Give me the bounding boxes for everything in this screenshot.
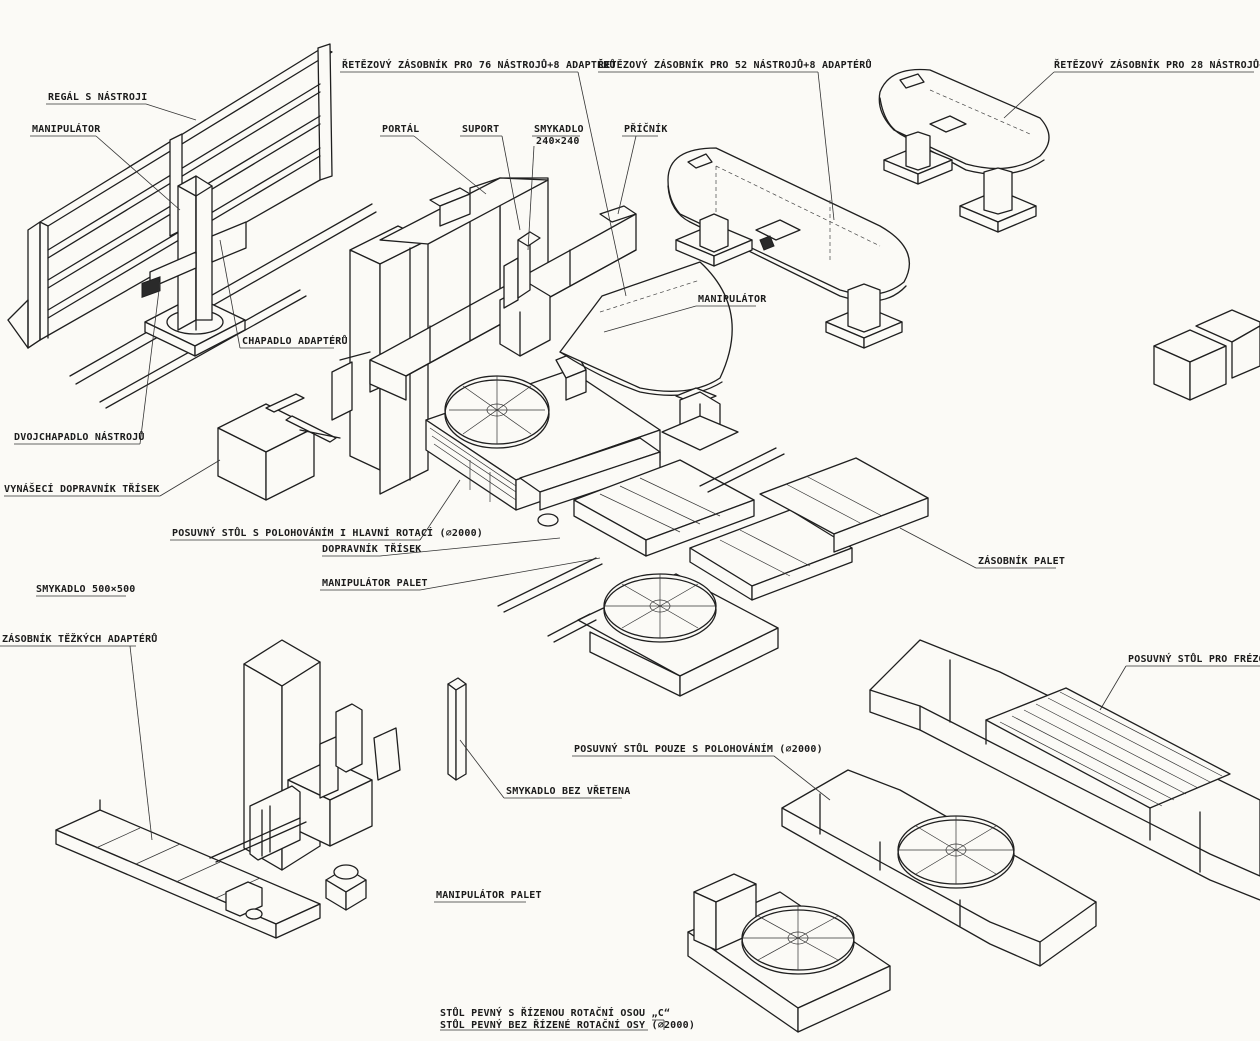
column-machine: [243, 639, 401, 911]
chain-magazine-76: [559, 261, 739, 451]
labels: ŘETĚZOVÝ ZÁSOBNÍK PRO 76 NÁSTROJŮ+8 ADAP…: [2, 58, 1260, 1031]
label-manipulator-palet-1: MANIPULÁTOR PALET: [322, 576, 428, 589]
leader-lines: [0, 71, 1260, 1031]
label-posuvny-pouze: POSUVNÝ STŮL POUZE S POLOHOVÁNÍM (⌀2000): [574, 742, 823, 755]
positioning-table: [781, 769, 1097, 967]
label-chain-76: ŘETĚZOVÝ ZÁSOBNÍK PRO 76 NÁSTROJŮ+8 ADAP…: [342, 58, 616, 71]
label-smykadlo-500: SMYKADLO 500×500: [36, 584, 136, 595]
label-smykadlo-240-dim: 240×240: [536, 136, 580, 147]
label-posuvny-frezovaci: POSUVNÝ STŮL PRO FRÉZOVACÍ: [1128, 652, 1260, 665]
pallet-store: [497, 447, 929, 697]
chain-magazine-28: [878, 68, 1050, 233]
ram-without-spindle: [447, 677, 467, 781]
milling-sliding-table: [869, 639, 1260, 901]
label-smykadlo-240: SMYKADLO: [534, 124, 584, 135]
label-manipulator-mid: MANIPULÁTOR: [698, 292, 767, 305]
label-zasobnik-palet: ZÁSOBNÍK PALET: [978, 554, 1065, 567]
label-dopravnik: DOPRAVNÍK TŘÍSEK: [322, 542, 422, 555]
label-chapadlo: CHAPADLO ADAPTÉRŮ: [242, 334, 348, 347]
label-zasobnik-tezkych: ZÁSOBNÍK TĚŽKÝCH ADAPTÉRŮ: [2, 632, 158, 645]
label-chain-52: ŘETĚZOVÝ ZÁSOBNÍK PRO 52 NÁSTROJŮ+8 ADAP…: [598, 58, 872, 71]
label-chain-28: ŘETĚZOVÝ ZÁSOBNÍK PRO 28 NÁSTROJŮ+8 ADA: [1054, 58, 1260, 71]
label-posuvny-hlavni: POSUVNÝ STŮL S POLOHOVÁNÍM I HLAVNÍ ROTA…: [172, 526, 483, 539]
label-vynaseci: VYNÁŠECÍ DOPRAVNÍK TŘÍSEK: [4, 482, 160, 495]
label-regal: REGÁL S NÁSTROJI: [48, 90, 148, 103]
label-stul-pevny-bez: STŮL PEVNÝ BEZ ŘÍZENÉ ROTAČNÍ OSY (⌀2000…: [440, 1018, 695, 1031]
label-suport: SUPORT: [462, 124, 499, 135]
label-smykadlo-bez: SMYKADLO BEZ VŘETENA: [506, 784, 630, 797]
label-dvojchapadlo: DVOJCHAPADLO NÁSTROJŮ: [14, 430, 145, 443]
portal-machine: [331, 177, 661, 527]
fixed-rotary-table: [687, 873, 891, 1033]
chain-magazine-52: [667, 147, 910, 349]
tool-rack: [7, 43, 377, 409]
heavy-adapter-store: [55, 799, 321, 939]
label-manipulator-palet-2: MANIPULÁTOR PALET: [436, 888, 542, 901]
chip-conveyor: [217, 393, 341, 501]
pallet-blocks-right: [1153, 309, 1260, 401]
label-stul-pevny-c: STŮL PEVNÝ S ŘÍZENOU ROTAČNÍ OSOU „C“: [440, 1006, 670, 1019]
label-pricnik: PŘÍČNÍK: [624, 122, 668, 135]
label-portal: PORTÁL: [382, 122, 419, 135]
label-manipulator-top: MANIPULÁTOR: [32, 122, 101, 135]
